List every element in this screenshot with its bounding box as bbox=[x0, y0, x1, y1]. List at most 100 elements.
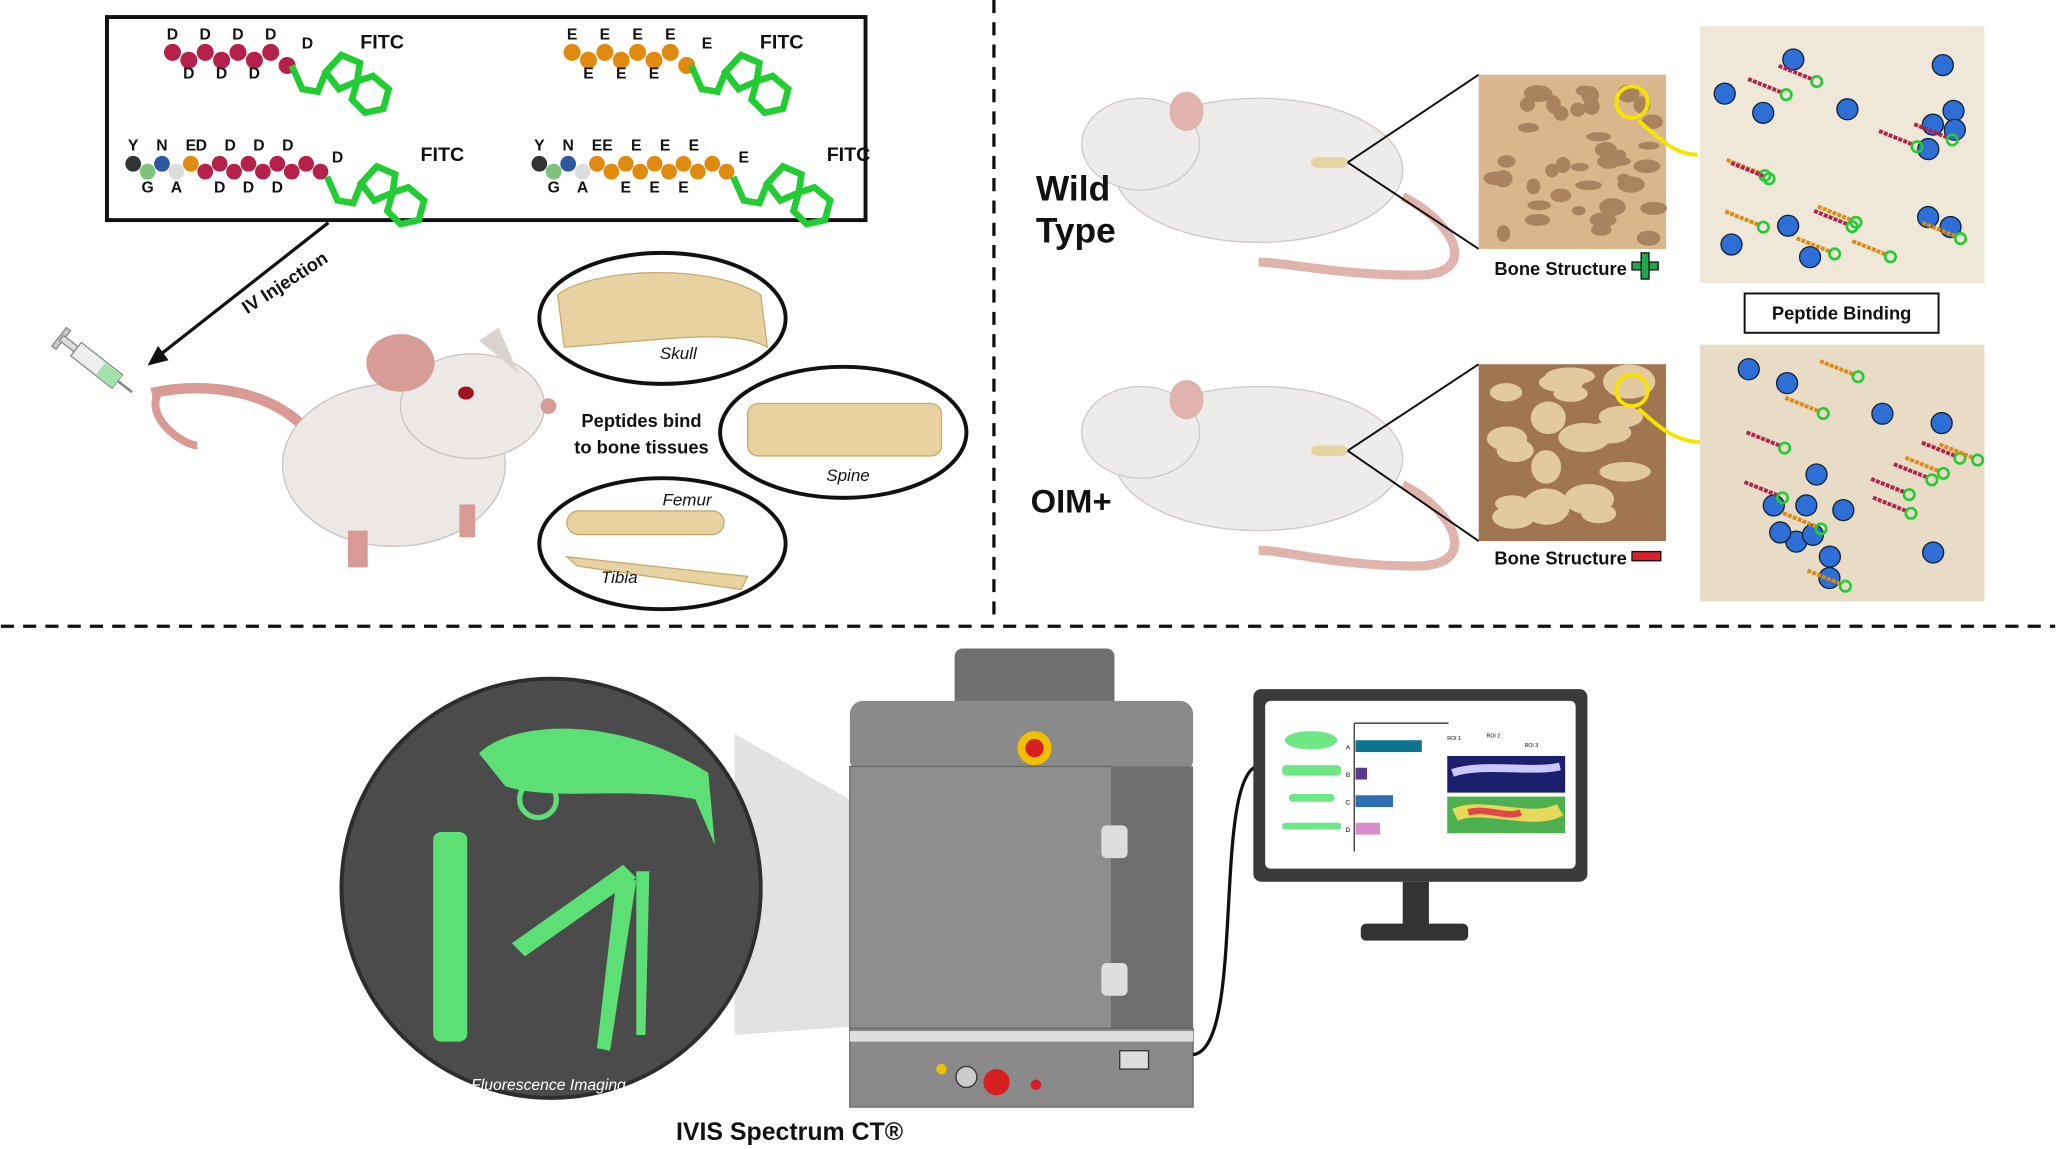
residue-bead bbox=[213, 51, 231, 69]
wild-type-mouse bbox=[1081, 73, 1480, 280]
fitc-marker bbox=[1902, 488, 1916, 502]
bone-pore bbox=[1527, 200, 1551, 211]
residue-label: E bbox=[649, 180, 659, 197]
bone-pore bbox=[1553, 385, 1588, 402]
binding-markers-oim bbox=[1737, 358, 1985, 593]
residue-label: D bbox=[216, 66, 227, 83]
residue-bead bbox=[645, 51, 663, 69]
residue-bead bbox=[229, 43, 247, 61]
roi-1-label: ROI 1 bbox=[1447, 736, 1461, 742]
peptide-strand bbox=[1813, 209, 1848, 226]
mineral-ion bbox=[1782, 48, 1805, 71]
residue-bead bbox=[704, 155, 721, 172]
mineral-ion bbox=[1776, 214, 1800, 237]
peptide-strand bbox=[1724, 209, 1759, 227]
fitc-marker bbox=[1762, 172, 1776, 186]
residue-label: D bbox=[302, 35, 313, 52]
mineral-ion bbox=[1720, 233, 1743, 256]
peptide-strand bbox=[1913, 122, 1948, 140]
bone-pore bbox=[1570, 162, 1589, 172]
fitc-marker bbox=[1945, 133, 1959, 147]
peptide-strand bbox=[1784, 395, 1819, 413]
monitor-cable bbox=[1192, 764, 1257, 1057]
mineral-ion bbox=[1805, 463, 1828, 486]
bar-category-label: B bbox=[1346, 772, 1351, 779]
fluorescent-bones bbox=[433, 728, 715, 1051]
mineral-ion bbox=[1713, 82, 1736, 105]
residue-label: E bbox=[616, 66, 626, 83]
residue-label: E bbox=[631, 138, 641, 155]
residue-bead bbox=[675, 155, 692, 172]
residue-bead bbox=[661, 163, 677, 180]
residue-bead bbox=[197, 163, 214, 180]
residue-bead bbox=[255, 163, 271, 180]
peptide-strand bbox=[1851, 239, 1886, 256]
residue-bead bbox=[531, 155, 548, 172]
residue-label: E bbox=[602, 138, 612, 155]
residue-label: E bbox=[678, 180, 688, 197]
oim-bone-pores bbox=[1486, 364, 1656, 529]
residue-bead bbox=[689, 163, 706, 180]
bone-pore bbox=[1550, 188, 1572, 203]
bone-pore bbox=[1570, 102, 1586, 117]
peptide-strand bbox=[1872, 495, 1907, 513]
bone-pore bbox=[1594, 142, 1618, 158]
residue-label: D bbox=[265, 26, 276, 43]
peptide-strand bbox=[1817, 204, 1852, 222]
residue-bead bbox=[596, 43, 614, 61]
peptide-strand bbox=[1921, 221, 1956, 238]
residue-bead bbox=[180, 51, 198, 69]
residue-bead bbox=[163, 43, 181, 61]
peptide-strand bbox=[1806, 568, 1841, 586]
mineral-ion bbox=[1921, 113, 1945, 136]
roi-3-label: ROI 3 bbox=[1525, 743, 1539, 749]
peptide-binding-oim bbox=[1700, 344, 1985, 602]
residue-bead bbox=[563, 43, 581, 61]
bone-pore bbox=[1489, 383, 1523, 402]
fitc-icon bbox=[730, 162, 834, 228]
mineral-ion bbox=[1775, 372, 1799, 395]
residue-label: D bbox=[167, 26, 178, 43]
fitc-label: FITC bbox=[827, 144, 871, 166]
residue-bead bbox=[646, 155, 663, 172]
mineral-ion bbox=[1836, 98, 1859, 121]
spine-inset: Spine bbox=[718, 364, 969, 500]
residue-label: D bbox=[249, 66, 260, 83]
roi-2-label: ROI 2 bbox=[1487, 734, 1501, 740]
peptide-strand bbox=[1893, 462, 1928, 480]
bone-pore bbox=[1558, 422, 1610, 453]
mineral-ion bbox=[1818, 545, 1842, 568]
peptide-strand bbox=[1878, 129, 1913, 146]
residue-bead bbox=[545, 163, 562, 180]
peptide-strand bbox=[1745, 430, 1781, 448]
bone-pore bbox=[1571, 205, 1586, 216]
peptide-strand bbox=[1938, 442, 1974, 460]
residue-label: G bbox=[141, 180, 153, 197]
fitc-marker bbox=[1756, 220, 1770, 234]
residue-bead bbox=[560, 155, 576, 172]
wild-type-label-2: Type bbox=[1036, 211, 1116, 250]
mineral-ion bbox=[1752, 101, 1775, 124]
peptide-strand bbox=[1795, 236, 1831, 254]
binding-text-1: Peptides bind bbox=[581, 410, 701, 431]
residue-label: A bbox=[577, 180, 588, 197]
residue-bead bbox=[226, 163, 242, 180]
fitc-marker bbox=[1814, 522, 1828, 536]
residue-bead bbox=[269, 155, 286, 172]
peptide-strand bbox=[1921, 440, 1956, 458]
residue-label: N bbox=[156, 138, 167, 155]
mineral-ion bbox=[1917, 137, 1940, 161]
zoom-circle bbox=[1614, 84, 1650, 120]
bone-pore bbox=[1553, 106, 1569, 121]
peptide-strand bbox=[1743, 480, 1779, 497]
residue-label: E bbox=[621, 180, 631, 197]
bone-pore bbox=[1598, 405, 1644, 428]
peptide-strand bbox=[1870, 477, 1905, 494]
fitc-label: FITC bbox=[421, 144, 465, 166]
bone-pore bbox=[1523, 488, 1570, 525]
mineral-ion bbox=[1798, 245, 1822, 269]
residue-bead bbox=[632, 163, 649, 180]
bone-pore bbox=[1581, 86, 1600, 105]
binding-text-2: to bone tissues bbox=[574, 436, 708, 457]
